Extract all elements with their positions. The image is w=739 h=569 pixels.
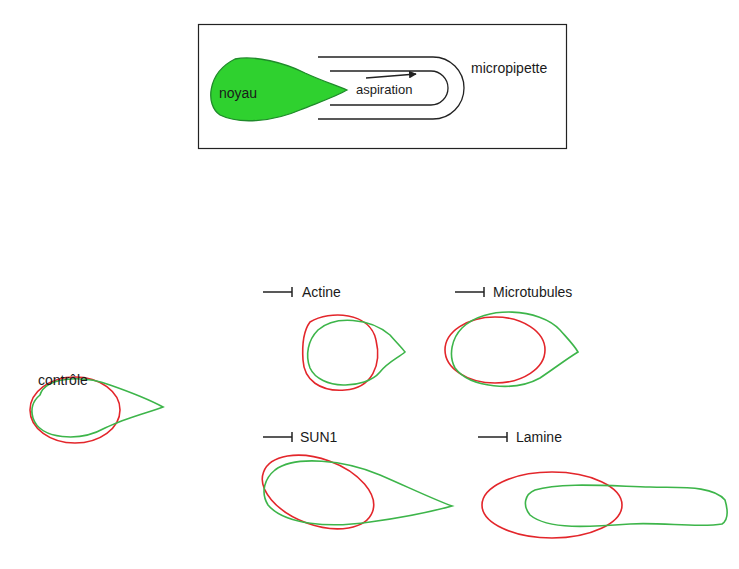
condition-label: contrôle <box>38 372 88 388</box>
condition-label: Microtubules <box>493 284 572 300</box>
flow-label: aspiration <box>356 82 412 98</box>
actin-outlines <box>303 315 405 390</box>
outline-stroke <box>318 57 464 119</box>
micropipette: aspirationmicropipette <box>318 56 465 120</box>
condition-label: Actine <box>302 284 341 300</box>
condition-label: SUN1 <box>300 429 337 445</box>
outline-stroke <box>211 58 347 121</box>
condition-label: Lamine <box>516 429 562 445</box>
outline-stroke <box>366 74 416 78</box>
nucleus-label: noyau <box>219 85 257 101</box>
inhibition-symbols <box>263 287 507 442</box>
nucleus-shape: noyau <box>205 55 347 127</box>
microtubule-outlines <box>445 312 578 386</box>
setup-frame <box>199 25 567 149</box>
sun1-outlines <box>252 441 452 543</box>
outline-stroke <box>330 71 448 105</box>
micropipette-label: micropipette <box>471 60 547 76</box>
lamin-outlines <box>482 472 727 538</box>
